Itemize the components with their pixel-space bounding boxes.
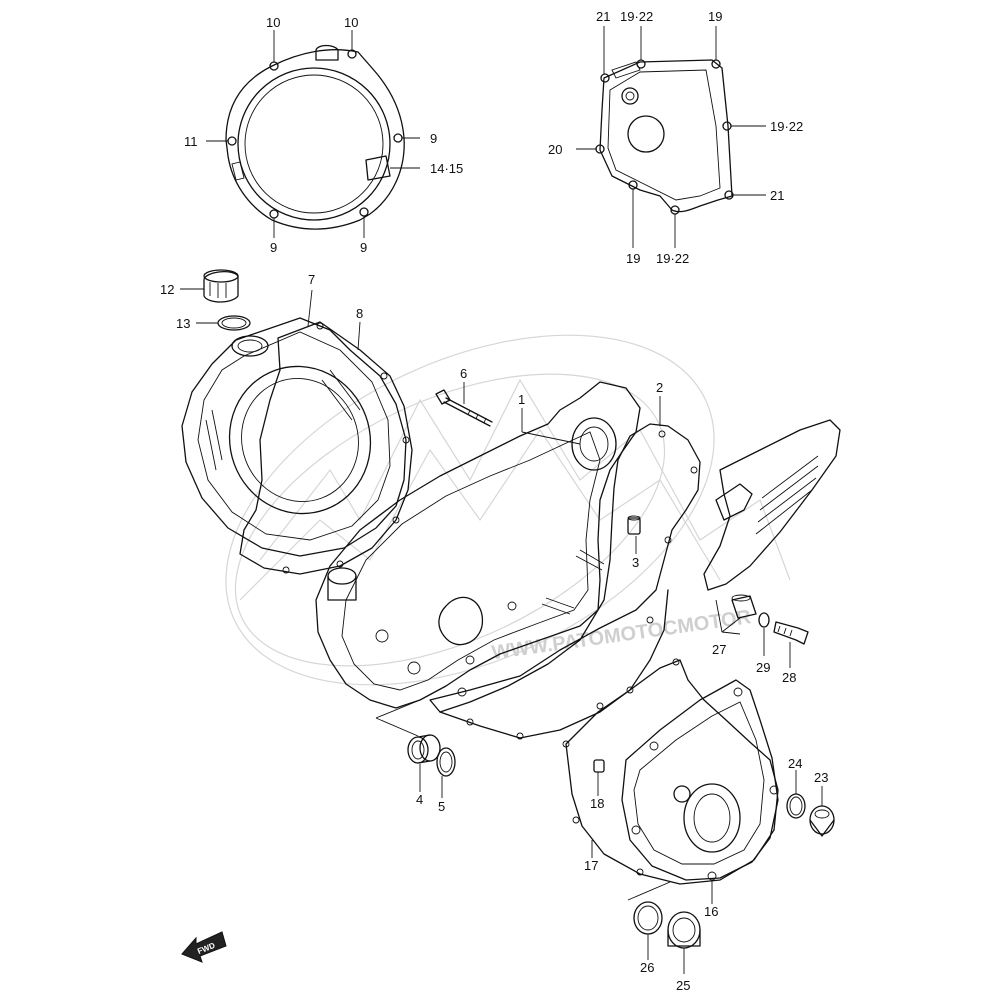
bolt-28 [773,621,809,645]
circlip-5 [436,747,456,777]
callout-28: 28 [782,670,796,685]
generator-cover [595,59,734,215]
callout-10a: 10 [266,15,280,30]
callout-16: 16 [704,904,718,919]
callout-14-15: 14·15 [430,161,463,176]
callout-21a: 21 [596,9,610,24]
callout-8: 8 [356,306,363,321]
dowel-pin-3 [627,515,641,535]
callout-5: 5 [438,799,445,814]
o-ring-13 [217,315,251,331]
callout-6: 6 [460,366,467,381]
callout-21b: 21 [770,188,784,203]
clutch-cover-gasket [239,321,413,575]
callout-13: 13 [176,316,190,331]
bolt-6 [435,389,493,427]
callout-labels: 10 10 11 9 14·15 9 9 21 19·22 19 20 19·2… [160,9,828,993]
callout-19a: 19 [708,9,722,24]
clutch-cover-7 [181,317,407,557]
dowel-pin-18 [593,759,605,773]
fwd-arrow-icon: FWD [181,931,227,963]
oil-seal-4 [407,734,441,764]
callout-20: 20 [548,142,562,157]
callout-19-22c: 19·22 [656,251,689,266]
washer-29 [758,612,770,628]
callout-29: 29 [756,660,770,675]
watermark-logo: WWW.PATOMOTOCMOTOR [225,334,791,686]
crankcase-gasket-2 [429,423,701,740]
callout-4: 4 [416,792,423,807]
clutch-cover-outer [225,44,405,230]
callout-26: 26 [640,960,654,975]
callout-9b: 9 [270,240,277,255]
crankcase-cover-1 [315,381,641,709]
plug-23 [809,805,835,837]
callout-11: 11 [184,134,198,149]
sprocket-cover [703,419,841,591]
callout-10b: 10 [344,15,358,30]
callout-19-22a: 19·22 [620,9,653,24]
callout-7: 7 [308,272,315,287]
callout-19b: 19 [626,251,640,266]
callout-23: 23 [814,770,828,785]
collar-27 [731,594,757,619]
plug-25 [667,911,701,949]
callout-17: 17 [584,858,598,873]
o-ring-24 [786,793,806,819]
leader-lines [180,26,823,974]
callout-19-22b: 19·22 [770,119,803,134]
callout-25: 25 [676,978,690,993]
callout-3: 3 [632,555,639,570]
callout-12: 12 [160,282,174,297]
o-ring-26 [633,901,663,935]
callout-1: 1 [518,392,525,407]
callout-9c: 9 [360,240,367,255]
generator-cover-16 [621,679,779,881]
callout-2: 2 [656,380,663,395]
callout-9a: 9 [430,131,437,146]
oil-filler-cap [203,269,239,303]
callout-27: 27 [712,642,726,657]
callout-24: 24 [788,756,802,771]
callout-18: 18 [590,796,604,811]
